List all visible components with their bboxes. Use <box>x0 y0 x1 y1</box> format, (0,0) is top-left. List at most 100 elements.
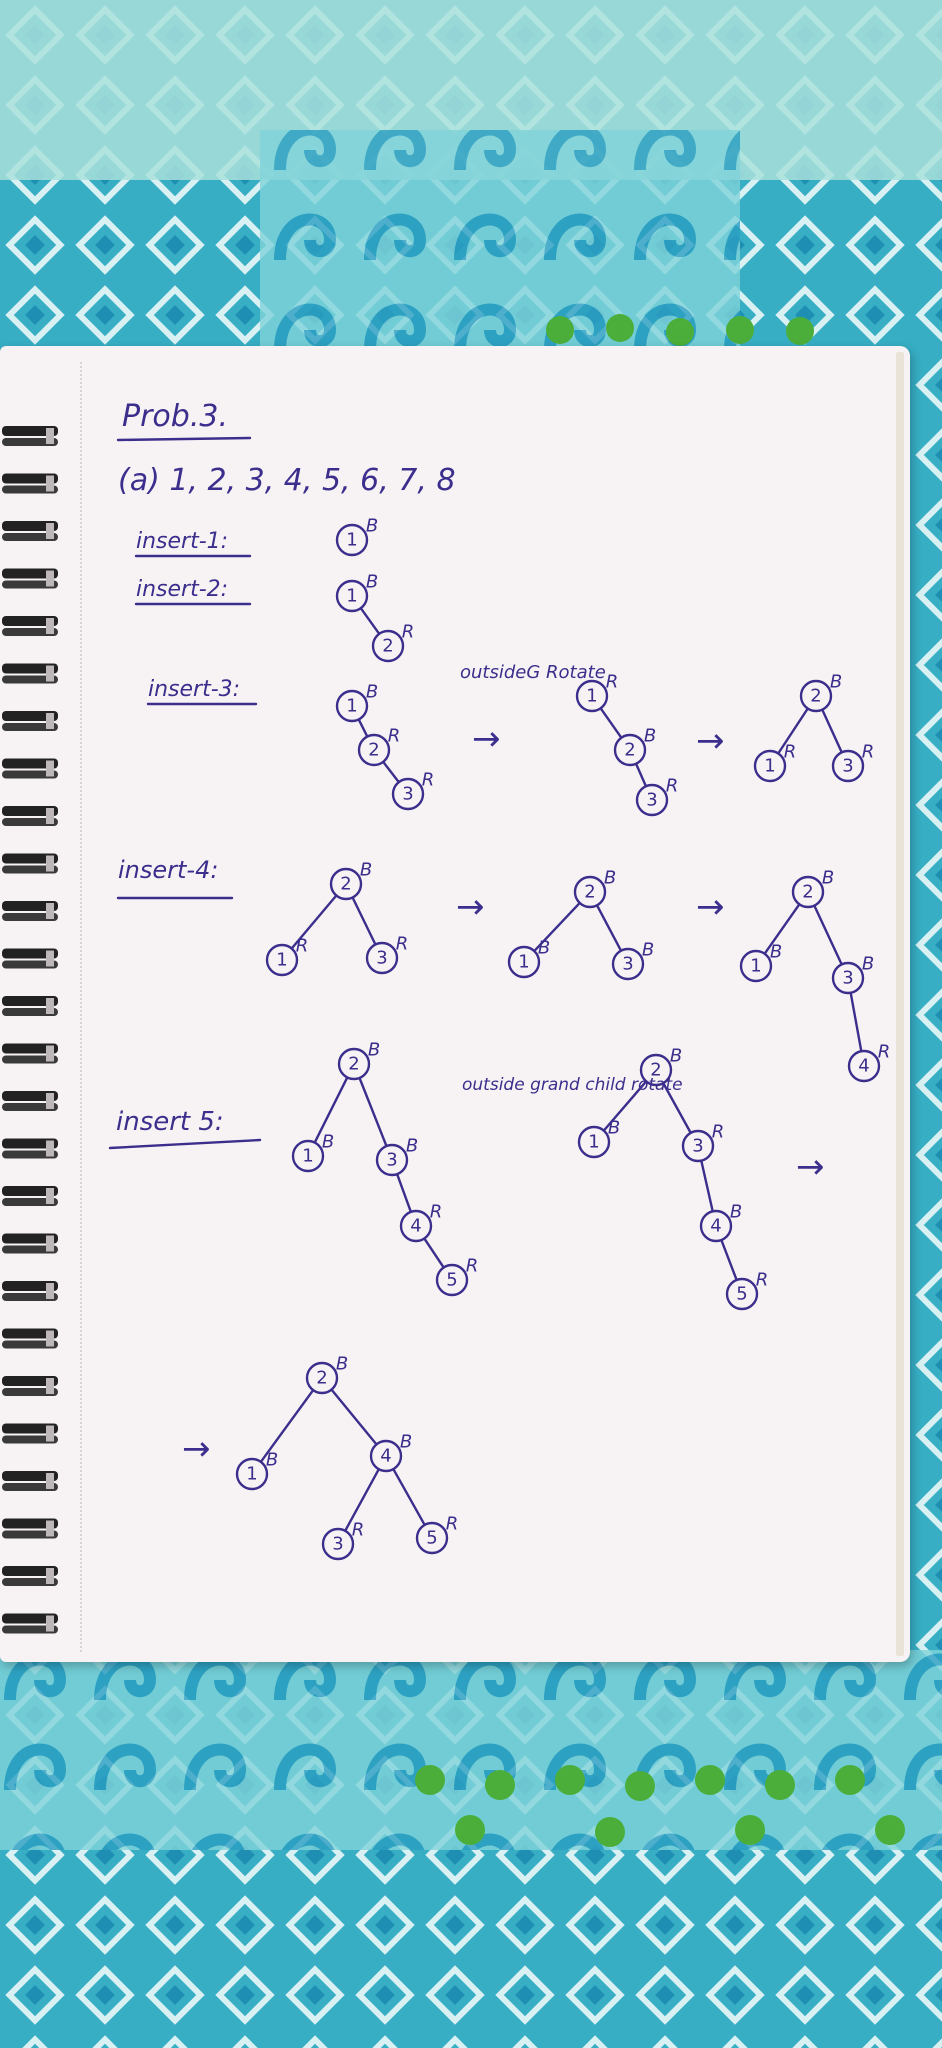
arrow-insert3-1: → <box>472 719 501 759</box>
flower-band-top <box>546 314 814 346</box>
node-circle <box>369 1439 403 1473</box>
tree-node: 3R <box>681 1122 725 1163</box>
tree-node: 4B <box>369 1432 412 1473</box>
tree-edge <box>357 719 369 737</box>
tree-node: 2B <box>613 726 656 767</box>
tree-node: 1R <box>575 672 619 713</box>
node-color-label: B <box>862 954 874 975</box>
tree-node: 3B <box>375 1136 418 1177</box>
node-circle <box>357 733 391 767</box>
node-circle <box>329 867 363 901</box>
tree-node: 3R <box>321 1520 364 1561</box>
node-color-label: B <box>604 868 616 889</box>
node-key: 2 <box>650 1060 661 1081</box>
node-circle <box>611 947 645 981</box>
node-circle <box>573 875 607 909</box>
node-color-label: R <box>402 622 415 643</box>
spiral-ring <box>2 853 58 874</box>
arrow-insert5-2: → <box>182 1429 211 1469</box>
tree-edge <box>720 1239 738 1281</box>
node-key: 2 <box>316 1368 327 1389</box>
red-black-trees: 1B1B2R1B2R3R1R2B3R2B1R3R2B1R3R2B1B3B2B1B… <box>235 516 890 1561</box>
node-circle <box>577 1125 611 1159</box>
node-key: 3 <box>692 1136 703 1157</box>
node-color-label: R <box>430 1202 443 1223</box>
node-color-label: B <box>366 682 378 703</box>
spiral-ring <box>2 711 58 731</box>
node-circle <box>375 1143 409 1177</box>
node-key: 3 <box>386 1150 397 1171</box>
spiral-ring <box>2 1186 58 1206</box>
tree-edge <box>763 903 801 955</box>
node-circle <box>831 961 865 995</box>
node-circle <box>291 1139 325 1173</box>
node-color-label: R <box>712 1122 725 1143</box>
annotation-grandchild-rotate: outside grand child rotate <box>462 1075 683 1095</box>
node-color-label: R <box>466 1256 479 1277</box>
node-circle <box>725 1277 759 1311</box>
spiral-ring <box>2 521 58 541</box>
tree-node: 1R <box>753 742 796 783</box>
node-circle <box>321 1527 355 1561</box>
tree-node: 1B <box>507 938 550 979</box>
tree-edge <box>821 709 843 753</box>
tree-node: 5R <box>725 1270 768 1311</box>
tree-node: 2B <box>337 1040 380 1081</box>
node-key: 5 <box>446 1270 457 1291</box>
spiral-ring <box>2 426 58 446</box>
node-color-label: B <box>366 572 378 593</box>
node-key: 1 <box>346 530 357 551</box>
node-key: 5 <box>736 1284 747 1305</box>
tree-node: 4R <box>847 1042 890 1083</box>
spiral-ring <box>2 996 58 1016</box>
tree-edge <box>358 1077 388 1147</box>
node-key: 4 <box>858 1056 869 1077</box>
tree-edge <box>392 1468 426 1526</box>
node-circle <box>365 941 399 975</box>
spiral-notebook <box>0 346 910 1662</box>
tree-edge <box>662 1082 692 1134</box>
spiral-ring <box>2 1233 58 1254</box>
tree-node: 4R <box>399 1202 443 1243</box>
node-color-label: B <box>644 726 656 747</box>
tree-node: 2B <box>305 1354 348 1395</box>
tree-edge <box>635 763 647 787</box>
node-key: 1 <box>246 1464 257 1485</box>
node-color-label: R <box>388 726 401 747</box>
tree-edge <box>849 992 863 1052</box>
tree-node: 1B <box>577 1118 620 1159</box>
spiral-ring <box>2 663 58 684</box>
tree-edge <box>596 904 622 952</box>
node-circle <box>575 679 609 713</box>
arrow-insert4-1: → <box>456 887 485 927</box>
node-key: 1 <box>518 952 529 973</box>
node-key: 1 <box>302 1146 313 1167</box>
notebook-page <box>0 346 910 1662</box>
tree-edge <box>330 1389 378 1445</box>
spiral-ring <box>2 806 58 826</box>
node-color-label: B <box>360 860 372 881</box>
node-circle <box>337 1047 371 1081</box>
tree-edge <box>382 761 400 783</box>
arrow-insert5-1: → <box>796 1147 825 1187</box>
tree-edge <box>700 1160 714 1212</box>
spiral-ring <box>2 1328 58 1349</box>
node-color-label: R <box>606 672 619 693</box>
node-circle <box>753 749 787 783</box>
step-label-insert-3: insert-3: <box>148 677 240 702</box>
spiral-ring <box>2 1423 58 1444</box>
tree-0: 1B <box>335 516 378 557</box>
tree-node: 2B <box>329 860 372 901</box>
node-color-label: B <box>608 1118 620 1139</box>
node-key: 1 <box>588 1132 599 1153</box>
node-color-label: B <box>336 1354 348 1375</box>
node-color-label: B <box>538 938 550 959</box>
node-color-label: B <box>730 1202 742 1223</box>
tree-node: 2R <box>371 622 415 663</box>
node-key: 3 <box>376 948 387 969</box>
arrow-insert4-2: → <box>696 887 725 927</box>
